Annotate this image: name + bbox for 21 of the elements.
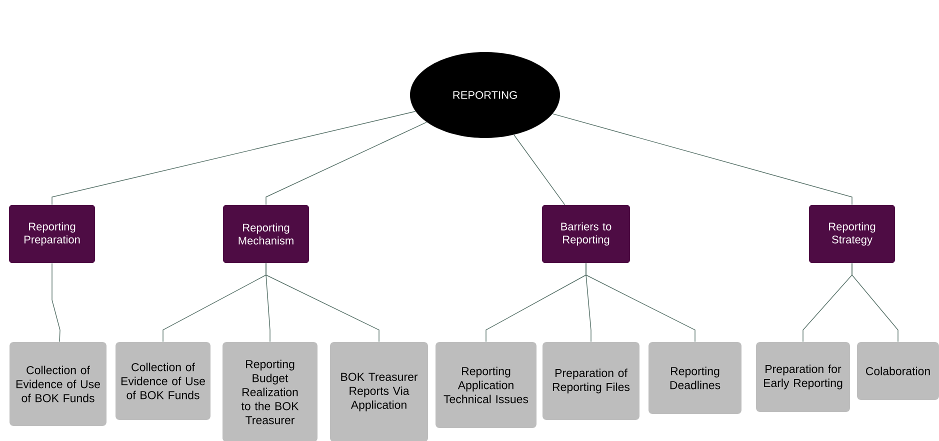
category-box: Reporting Mechanism <box>223 205 309 263</box>
connector-line <box>266 122 427 206</box>
subtopic-box: Reporting Deadlines <box>648 342 742 414</box>
category-box: Reporting Strategy <box>809 205 895 263</box>
category-box: Barriers to Reporting <box>542 205 630 263</box>
subtopic-box: Collection of Evidence of Use of BOK Funds <box>116 342 210 420</box>
subtopic-box: Collection of Evidence of Use of BOK Funds <box>10 342 106 426</box>
subtopic-box: Preparation of Reporting Files <box>542 342 640 420</box>
connector-line <box>586 262 696 342</box>
connector-line <box>266 262 380 342</box>
connector-line <box>52 111 416 206</box>
connector-line <box>552 113 852 206</box>
subtopic-box: Reporting Application Technical Issues <box>436 342 536 428</box>
connector-line <box>514 134 566 206</box>
category-box: Reporting Preparation <box>9 205 95 263</box>
subtopic-box: Colaboration <box>857 342 939 400</box>
subtopic-box: Preparation for Early Reporting <box>756 342 850 412</box>
connector-line <box>852 262 898 342</box>
connector-line <box>52 262 60 342</box>
subtopic-box: BOK Treasurer Reports Via Application <box>330 342 428 441</box>
subtopic-box: Reporting Budget Realization to the BOK Treasurer <box>222 342 318 441</box>
